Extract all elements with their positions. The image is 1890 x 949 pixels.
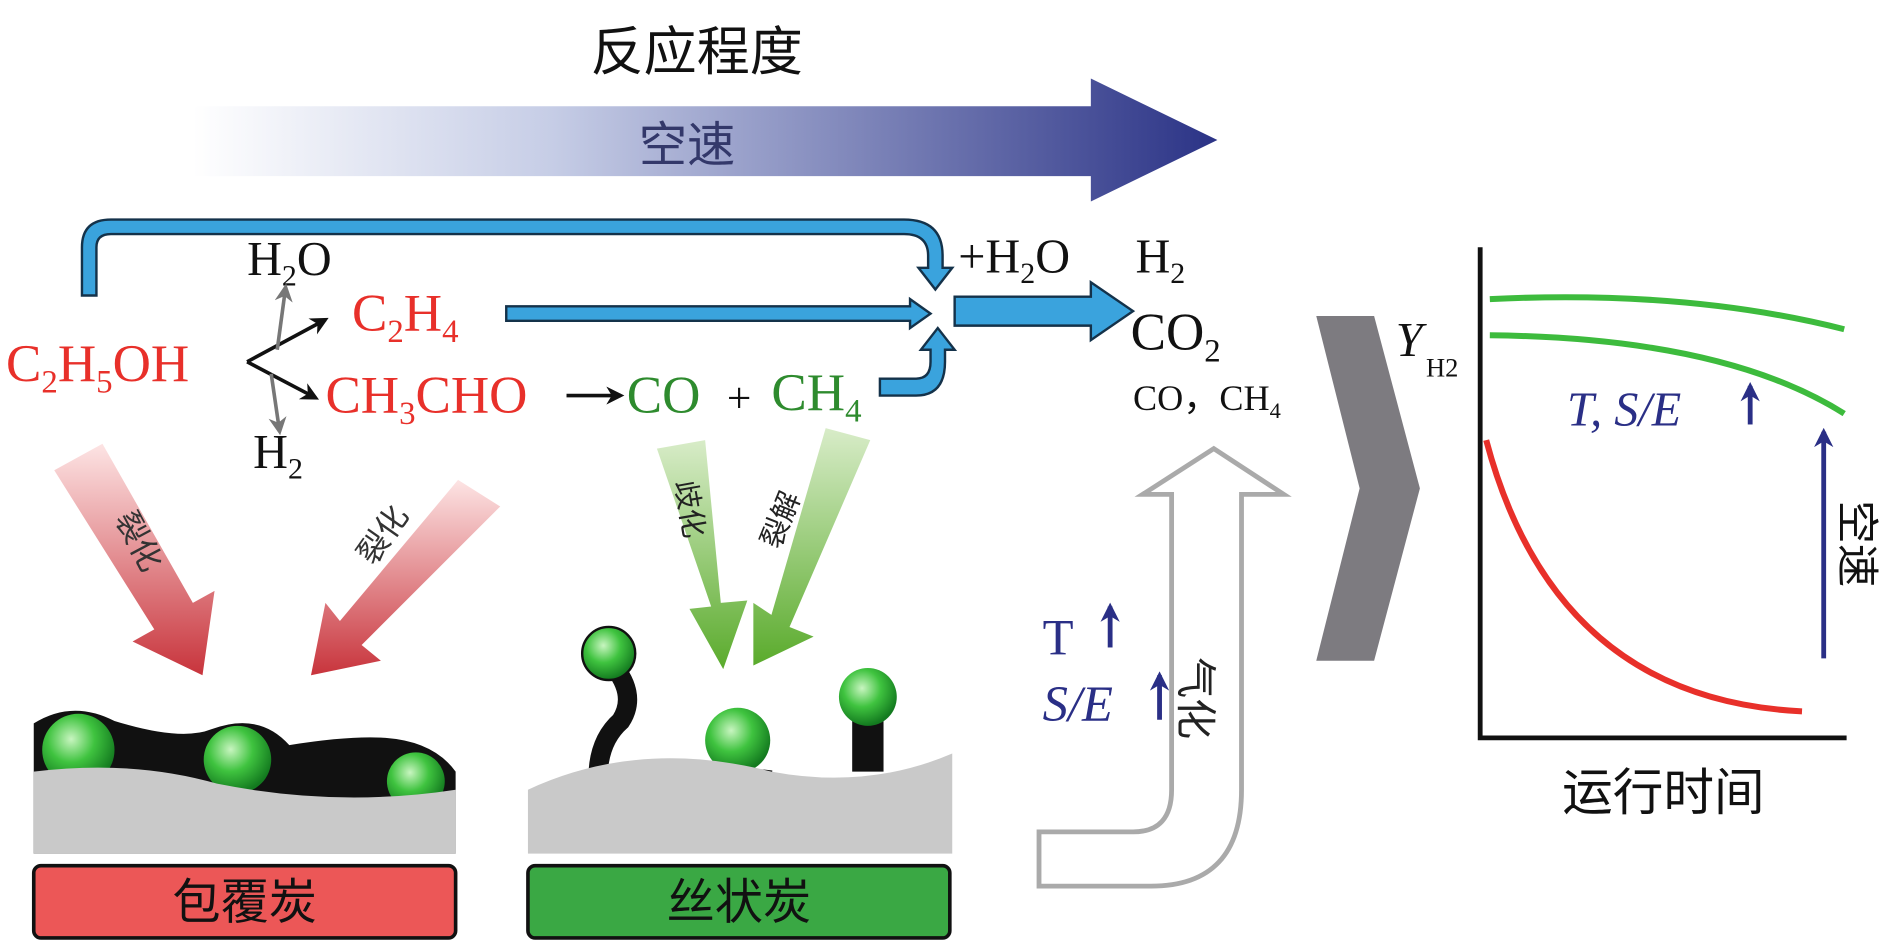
reaction-extent-title: 反应程度 — [591, 21, 803, 83]
methane-arrow — [878, 326, 958, 397]
curve-green-lower — [1489, 332, 1846, 417]
space-velocity-label: 空速 — [639, 118, 735, 174]
graph-axes — [1477, 247, 1847, 741]
filamentous-carbon-illustration — [527, 625, 953, 854]
filamentous-carbon-box — [526, 863, 952, 940]
ethylene-formula: C2H4 — [352, 284, 459, 350]
gradient-arrow — [192, 78, 1218, 202]
support-surface — [527, 753, 953, 854]
ethanol-formula: C2H5OH — [6, 335, 189, 401]
crack-arrow-left — [54, 443, 215, 676]
x-axis-label: 运行时间 — [1562, 763, 1764, 822]
blue-flow-arrows — [80, 218, 1136, 397]
metal-particle — [580, 625, 637, 682]
space-velocity-graph-label: 空速 — [1831, 500, 1881, 587]
curve-red — [1483, 439, 1803, 715]
product-minor: CO，CH4 — [1133, 378, 1281, 423]
steam-ratio-label: S/E — [1043, 676, 1113, 732]
plus-sign: + — [727, 374, 751, 422]
curve-green-top — [1489, 294, 1845, 333]
metal-particle — [838, 667, 897, 726]
red-cracking-arrows — [54, 443, 501, 676]
crack-arrow-right — [310, 479, 501, 676]
decomposition-arrow — [753, 428, 871, 666]
gasification-label: 气化 — [1171, 657, 1219, 739]
disproportionation-arrow — [656, 440, 748, 670]
bracket-arrow — [80, 218, 955, 297]
plus-water-formula: +H2O — [958, 231, 1070, 291]
encapsulating-carbon-label: 包覆炭 — [172, 875, 317, 931]
encapsulating-carbon-illustration — [33, 710, 456, 854]
methane-formula: CH4 — [771, 364, 861, 430]
product-h2: H2 — [1135, 231, 1185, 291]
reforming-arrow — [953, 279, 1136, 343]
y-axis-label: Y — [1396, 314, 1428, 367]
water-formula: H2O — [247, 233, 332, 293]
encapsulating-carbon-box — [31, 863, 458, 940]
temperature-label: T — [1043, 610, 1074, 666]
gasification-arrow — [1036, 445, 1292, 889]
metal-particle — [203, 725, 272, 794]
hydrogen-formula: H2 — [253, 426, 303, 486]
metal-particle — [705, 707, 771, 773]
y-axis-label-subscript: H2 — [1426, 352, 1458, 382]
product-co2: CO2 — [1131, 304, 1221, 370]
condition-annotation: T, S/E — [1567, 384, 1681, 437]
chevron-right-icon — [1316, 315, 1420, 661]
co-formula: CO — [627, 366, 701, 424]
acetaldehyde-formula: CH3CHO — [325, 366, 527, 432]
ethylene-arrow — [505, 296, 933, 331]
yield-graph: Y H2 T, S/E 空速 运行时间 — [1396, 247, 1881, 822]
branch-arrows — [246, 283, 625, 436]
green-arrows — [656, 428, 871, 670]
filamentous-carbon-label: 丝状炭 — [667, 875, 812, 931]
support-surface — [33, 767, 456, 854]
